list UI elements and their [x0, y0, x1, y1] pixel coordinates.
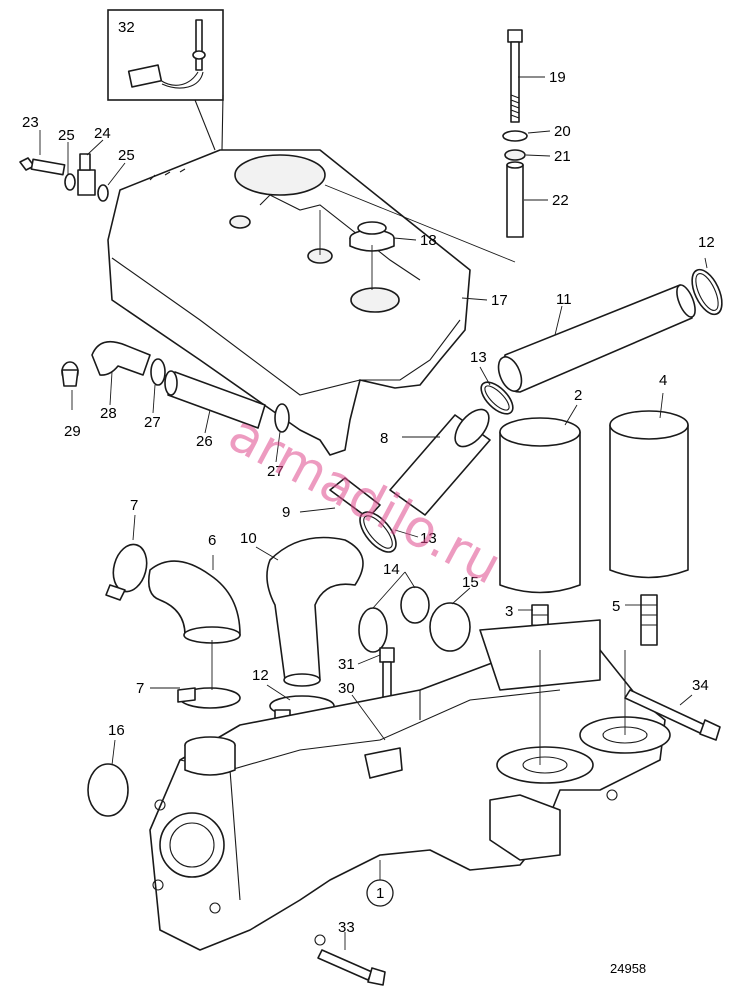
- inset-sensor-32: [107, 9, 224, 151]
- main-housing: [149, 619, 671, 951]
- filter-4: [609, 410, 689, 646]
- callout-8: 8: [380, 430, 388, 447]
- banjo-fitting: [19, 153, 109, 202]
- clamp-12-top: [691, 268, 723, 316]
- clamp-7-lower: [177, 687, 241, 709]
- pipe-8: [329, 408, 491, 519]
- callout-14: 14: [383, 561, 400, 578]
- callout-18: 18: [420, 232, 437, 249]
- o-ring-14a: [358, 607, 388, 653]
- callout-6: 6: [208, 532, 216, 549]
- callout-27-right: 27: [267, 463, 284, 480]
- callouts: 32 19 20 21 22 18 17 12 11 13 2 4 8 9 13…: [22, 19, 715, 936]
- drawing-number: 24958: [610, 961, 646, 976]
- callout-2: 2: [574, 387, 582, 404]
- o-ring-16: [87, 763, 129, 817]
- hose-6: [147, 560, 241, 644]
- callout-15: 15: [462, 574, 479, 591]
- callout-25-right: 25: [118, 147, 135, 164]
- o-ring-14b: [400, 586, 430, 624]
- leader-lines: [39, 76, 708, 950]
- callout-3: 3: [505, 603, 513, 620]
- clamp-27-left: [150, 358, 166, 386]
- callout-1-circle: [366, 879, 394, 907]
- clamp-13-lower: [359, 511, 397, 553]
- callout-11: 11: [556, 291, 572, 308]
- callout-22: 22: [552, 192, 569, 209]
- callout-26: 26: [196, 433, 213, 450]
- callout-13-lower: 13: [420, 530, 437, 547]
- callout-23: 23: [22, 114, 39, 131]
- elbow-28: [61, 340, 151, 387]
- callout-12-lower: 12: [252, 667, 269, 684]
- callout-20: 20: [554, 123, 571, 140]
- callout-7-upper: 7: [130, 497, 138, 514]
- callout-21: 21: [554, 148, 571, 165]
- callout-32: 32: [118, 19, 135, 36]
- clamp-27-right: [274, 403, 290, 433]
- callout-17: 17: [491, 292, 508, 309]
- callout-27-left: 27: [144, 414, 161, 431]
- callout-4: 4: [659, 372, 667, 389]
- callout-10: 10: [240, 530, 257, 547]
- callout-7-lower: 7: [136, 680, 144, 697]
- callout-12-top: 12: [698, 234, 715, 251]
- bolt-34: [624, 689, 721, 741]
- bolt-33: [317, 949, 386, 986]
- callout-13-top: 13: [470, 349, 487, 366]
- hose-26: [164, 370, 266, 429]
- o-ring-15: [429, 602, 471, 652]
- hose-10: [266, 536, 364, 687]
- callout-34: 34: [692, 677, 709, 694]
- clamp-13-top: [480, 381, 514, 415]
- callout-19: 19: [549, 69, 566, 86]
- callout-1: 1: [376, 885, 384, 902]
- bolt-stack-19-22: [502, 29, 528, 238]
- callout-30: 30: [338, 680, 355, 697]
- callout-28: 28: [100, 405, 117, 422]
- callout-16: 16: [108, 722, 125, 739]
- hose-11: [497, 284, 696, 393]
- callout-29: 29: [64, 423, 81, 440]
- expansion-tank: [107, 149, 471, 456]
- clamp-7-upper: [105, 543, 148, 601]
- callout-5: 5: [612, 598, 620, 615]
- callout-25-left: 25: [58, 127, 75, 144]
- callout-33: 33: [338, 919, 355, 936]
- callout-9: 9: [282, 504, 290, 521]
- callout-31: 31: [338, 656, 355, 673]
- callout-24: 24: [94, 125, 111, 142]
